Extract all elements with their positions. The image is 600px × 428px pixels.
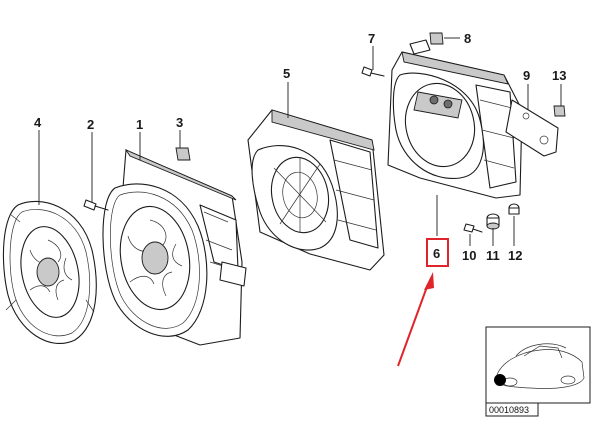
location-marker (494, 374, 506, 386)
part-11-grommet (486, 213, 500, 230)
callout-6: 6 (433, 246, 440, 261)
part-9-bracket (505, 99, 559, 157)
part-10-screw (463, 223, 483, 233)
leader-lines (38, 37, 562, 246)
callout-8: 8 (464, 31, 471, 46)
callout-11: 11 (486, 248, 500, 263)
part-6-fan-cowl (387, 39, 523, 199)
part-12-grommet (508, 203, 520, 215)
callout-10: 10 (462, 248, 476, 263)
callout-13: 13 (552, 68, 566, 83)
part-3-clip (175, 147, 191, 161)
callout-9: 9 (523, 68, 530, 83)
callout-12: 12 (508, 248, 522, 263)
part-1-fan-shroud (102, 148, 247, 346)
callout-3: 3 (176, 115, 183, 130)
part-2-screw (83, 199, 109, 211)
red-arrow-icon (397, 272, 434, 367)
callout-5: 5 (283, 66, 290, 81)
highlight-box (426, 238, 449, 267)
diagram-code: 00010893 (489, 405, 529, 415)
part-5-shroud-frame (247, 109, 385, 271)
part-7-screw (361, 66, 385, 77)
callout-7: 7 (368, 31, 375, 46)
part-4-auxiliary-fan (2, 201, 97, 345)
part-8-clip (429, 32, 444, 45)
callout-4: 4 (34, 115, 42, 130)
part-13-clip (553, 105, 566, 117)
car-outline-icon (495, 343, 585, 389)
callout-1: 1 (136, 117, 143, 132)
car-location-inset: 00010893 (485, 326, 591, 417)
callout-2: 2 (87, 117, 94, 132)
